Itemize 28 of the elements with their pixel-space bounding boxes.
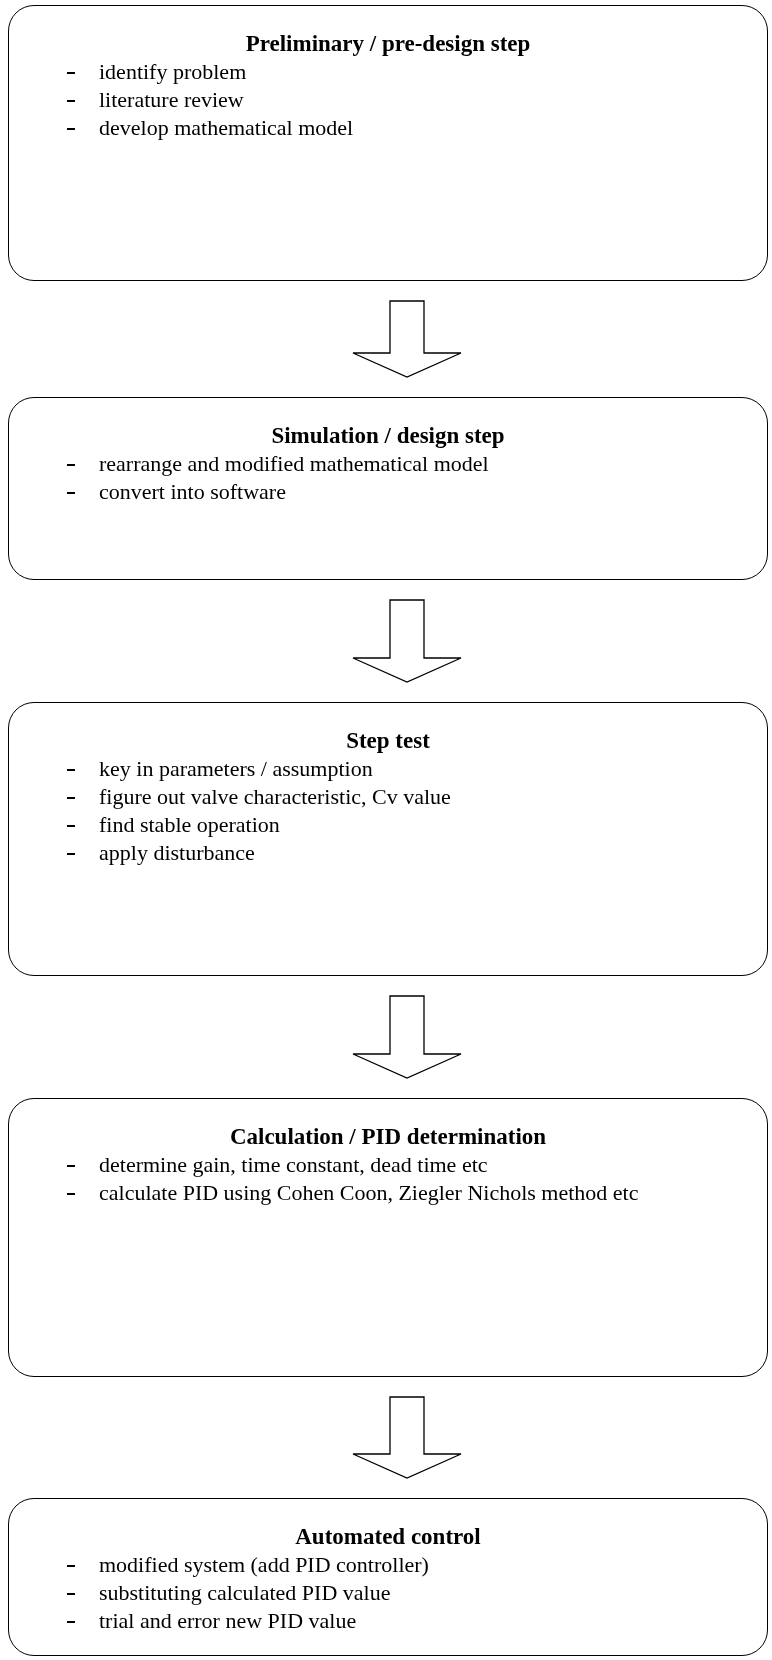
step-item: modified system (add PID controller) (99, 1551, 429, 1579)
block-arrow (352, 995, 462, 1079)
step-item: key in parameters / assumption (99, 755, 373, 783)
process-box (8, 5, 768, 281)
step-heading: Step test (345, 727, 431, 755)
block-arrow (352, 1396, 462, 1479)
step-item: apply disturbance (99, 839, 255, 867)
step-heading: Simulation / design step (270, 422, 506, 450)
process-box (8, 1098, 768, 1377)
step-item: rearrange and modified mathematical model (99, 450, 489, 478)
step-item: determine gain, time constant, dead time etc (99, 1151, 488, 1179)
step-item: literature review (99, 86, 244, 114)
step-heading: Automated control (294, 1523, 482, 1551)
block-arrow (352, 599, 462, 683)
step-item: develop mathematical model (99, 114, 354, 142)
step-item: find stable operation (99, 811, 280, 839)
step-heading: Calculation / PID determination (228, 1123, 548, 1151)
step-item: substituting calculated PID value (99, 1579, 391, 1607)
step-heading: Preliminary / pre-design step (244, 30, 532, 58)
step-item: calculate PID using Cohen Coon, Ziegler Nichols method etc (99, 1179, 639, 1207)
block-arrow (352, 300, 462, 378)
step-item: figure out valve characteristic, Cv value (99, 783, 451, 811)
process-box (8, 702, 768, 976)
step-item: convert into software (99, 478, 286, 506)
step-item: identify problem (99, 58, 247, 86)
step-item: trial and error new PID value (99, 1607, 357, 1635)
process-box (8, 397, 768, 580)
process-box (8, 1498, 768, 1656)
